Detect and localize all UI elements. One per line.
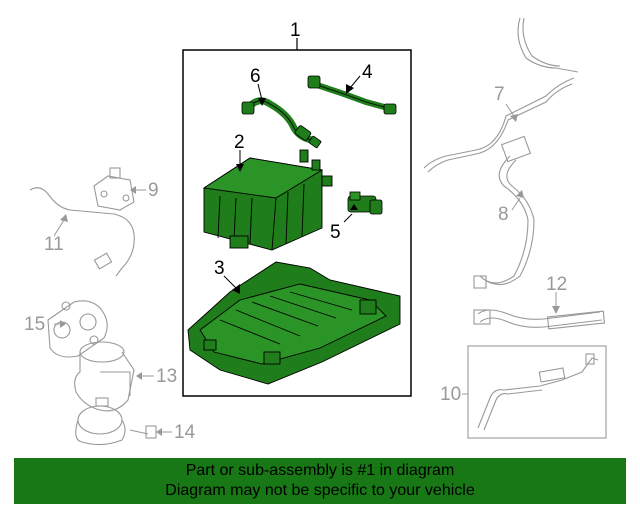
- callout-9[interactable]: 9: [148, 180, 159, 201]
- banner-line-1: Part or sub-assembly is #1 in diagram: [185, 462, 455, 479]
- callout-1[interactable]: 1: [290, 20, 301, 41]
- callout-13[interactable]: 13: [156, 366, 177, 387]
- callout-7[interactable]: 7: [494, 84, 505, 105]
- arrow-2: [236, 164, 244, 172]
- disclaimer-banner: Part or sub-assembly is #1 in diagram Di…: [14, 458, 626, 504]
- callout-5[interactable]: 5: [330, 222, 341, 243]
- callout-2[interactable]: 2: [234, 132, 245, 153]
- part-3-tray[interactable]: [187, 261, 401, 385]
- leader-11: [53, 219, 65, 237]
- part-9-11-sensor: [29, 167, 135, 277]
- arrow-4: [346, 84, 354, 94]
- callout-10[interactable]: 10: [440, 384, 461, 405]
- arrow-14: [156, 428, 162, 436]
- arrow-3: [232, 284, 240, 294]
- leader-5: [343, 213, 353, 223]
- part-13-15-valve: [47, 300, 157, 446]
- callout-15[interactable]: 15: [24, 314, 45, 335]
- callout-6[interactable]: 6: [250, 66, 261, 87]
- callout-3[interactable]: 3: [214, 258, 225, 279]
- leader-3: [223, 275, 237, 289]
- part-6-vapor-hose[interactable]: [241, 97, 322, 149]
- callout-4[interactable]: 4: [362, 62, 373, 83]
- banner-line-2: Diagram may not be specific to your vehi…: [165, 482, 475, 499]
- callout-12[interactable]: 12: [546, 274, 567, 295]
- leader-8: [511, 197, 521, 211]
- callout-14[interactable]: 14: [174, 422, 196, 443]
- arrow-11: [60, 214, 68, 222]
- arrow-6: [258, 98, 266, 106]
- assembly-1-frame: [182, 38, 412, 397]
- arrow-5: [350, 204, 358, 210]
- callout-8[interactable]: 8: [498, 204, 509, 225]
- leader-7: [505, 103, 515, 117]
- part-7-8-hoses: [423, 17, 579, 289]
- part-12-hose: [473, 309, 606, 330]
- part-10-box: [467, 345, 607, 439]
- leader-6: [257, 83, 263, 101]
- arrow-9: [130, 186, 136, 194]
- arrow-15: [60, 320, 66, 328]
- arrow-12: [552, 306, 560, 314]
- part-5-valve[interactable]: [347, 191, 383, 215]
- arrow-8: [516, 190, 524, 198]
- arrow-13: [136, 372, 142, 380]
- part-2-canister[interactable]: [202, 149, 333, 251]
- callout-11[interactable]: 11: [44, 234, 64, 255]
- part-4-tube[interactable]: [307, 75, 397, 115]
- leader-4: [349, 75, 361, 89]
- arrow-7: [510, 114, 518, 122]
